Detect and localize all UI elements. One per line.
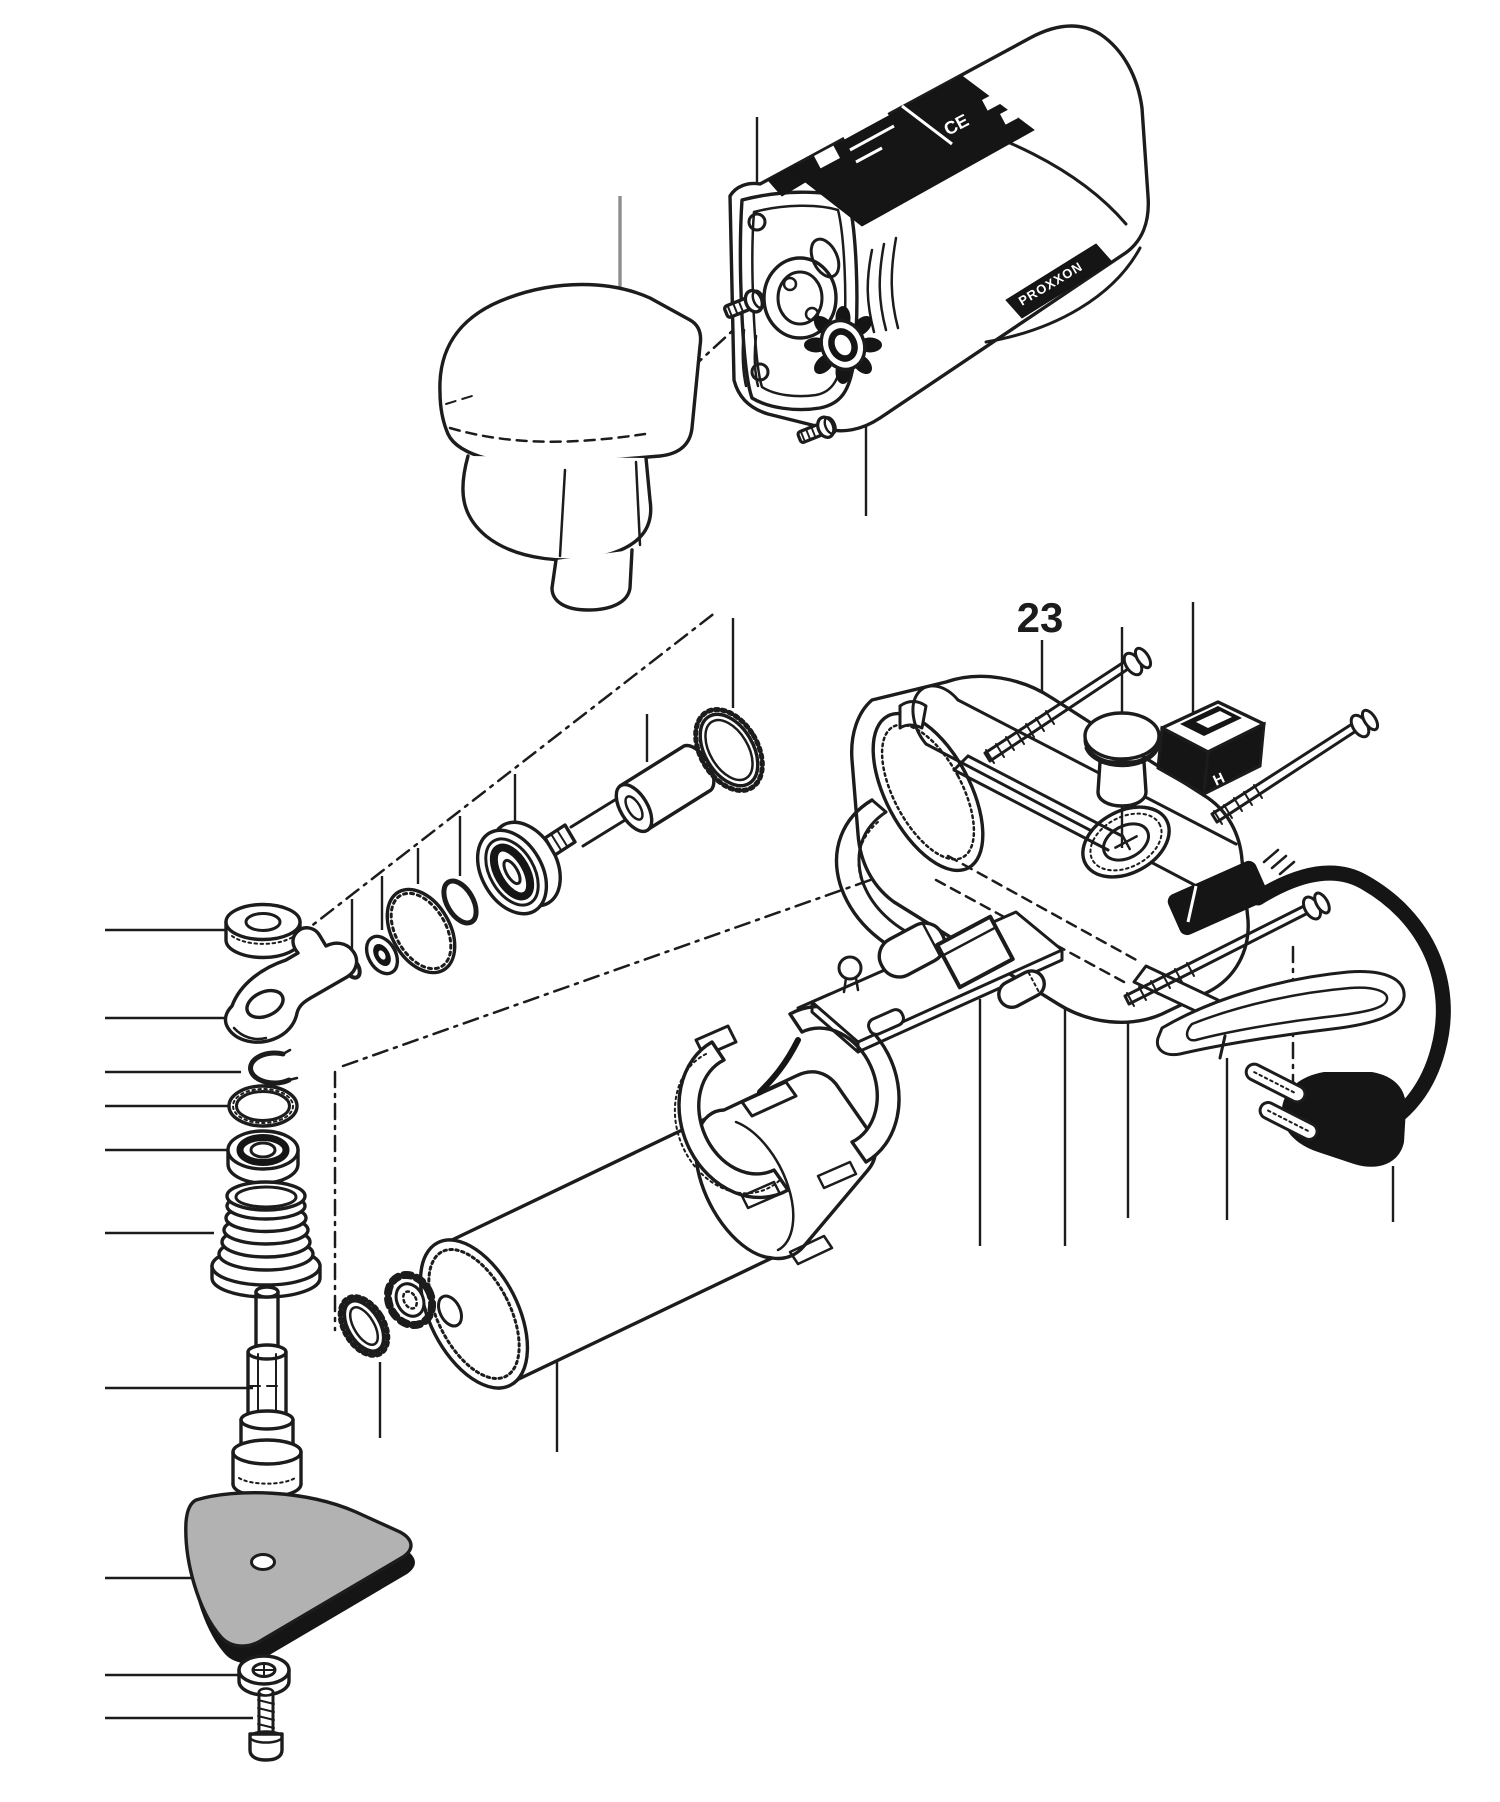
circuit-board: [757, 910, 1064, 1095]
housing-screw-23: [983, 646, 1153, 764]
spindle: [231, 1285, 303, 1499]
drive-shaft: [543, 743, 716, 857]
centerline-shaft-top: [294, 610, 718, 940]
oring: [441, 878, 479, 926]
sanding-pad: [184, 1491, 415, 1664]
housing-body-line: [984, 246, 1142, 344]
motor-pinion: [383, 1270, 437, 1330]
bearing-lower: [226, 1129, 300, 1185]
bearing-shroud-front: [673, 1024, 790, 1210]
board-relay-box: [935, 914, 1015, 990]
knob: [1083, 711, 1161, 808]
plug-pin: [1244, 1062, 1307, 1104]
eccentric-gear: [804, 306, 882, 384]
housing-screw-upper: [1210, 708, 1380, 825]
bearing-small: [364, 934, 400, 976]
board-disc-capacitor: [837, 955, 863, 981]
circlip: [248, 1048, 299, 1086]
pad-screw: [248, 1687, 284, 1762]
centerline-shaft-bottom: [341, 876, 878, 1068]
callout-part-number: 23: [1017, 594, 1064, 641]
collar-ring: [337, 1294, 391, 1358]
main-housing: CE PROXXON: [728, 24, 1150, 433]
bearing-upper: [224, 902, 302, 960]
motor-top-tab: [740, 1080, 798, 1118]
housing-louvers: [741, 328, 760, 388]
screw-small-a: [722, 288, 766, 319]
housing-screw-lower: [1123, 891, 1331, 1007]
board-capacitor-large: [877, 921, 947, 979]
plug-pin: [1258, 1101, 1319, 1141]
knob-recess: [1081, 805, 1171, 879]
bearing-assembly: [475, 820, 562, 916]
spring-ring: [385, 887, 457, 975]
board-capacitor-small: [997, 969, 1046, 1009]
board-wire: [757, 1037, 801, 1095]
screw-small-b: [796, 415, 837, 445]
seal-ring: [227, 1084, 299, 1128]
switch: H: [1156, 700, 1266, 797]
power-cord: [1250, 865, 1451, 1134]
cord-guard: [1167, 848, 1296, 936]
type-label: CE: [767, 75, 1035, 227]
gear-head-cover: [438, 282, 703, 612]
bellows: [210, 1180, 322, 1299]
motor: [383, 1070, 878, 1390]
fork-lever: [223, 926, 359, 1044]
knurled-ring: [693, 707, 765, 793]
housing-rails: [952, 754, 1124, 852]
washer: [237, 1654, 291, 1697]
cable-clamp: [1155, 970, 1406, 1060]
board-resistor: [867, 1008, 905, 1036]
power-plug: [1244, 1062, 1406, 1167]
head-cover-neck: [550, 548, 634, 612]
